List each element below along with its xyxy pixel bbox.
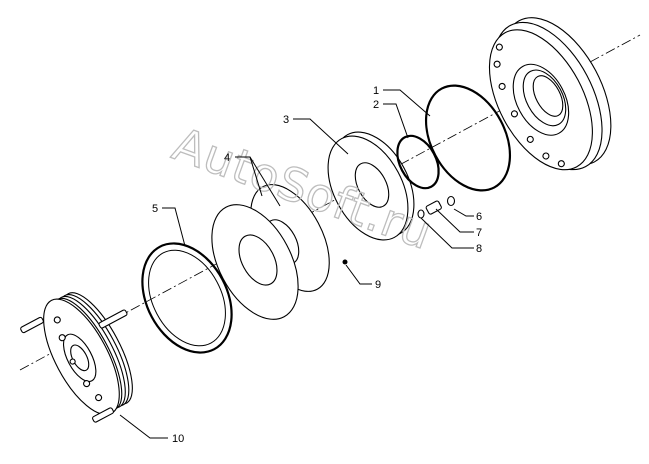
callout-2: 2 [373,99,379,111]
callout-1: 1 [373,85,379,97]
part-1-o-ring-large [424,84,512,192]
leader-lines [119,89,474,439]
callout-5: 5 [152,203,158,215]
callout-6: 6 [476,211,482,223]
callout-4: 4 [224,152,230,164]
part-4-friction-discs [211,184,330,320]
callout-9: 9 [375,279,381,291]
callout-8: 8 [476,243,482,255]
part-9-pin [342,259,348,265]
callout-7: 7 [476,227,482,239]
part-5-seal-ring [141,242,233,354]
part-10-hub-carrier [20,292,133,423]
callout-10: 10 [172,433,184,445]
callout-3: 3 [283,114,289,126]
housing [488,17,612,171]
part-3-piston-plate [327,131,415,265]
callout-labels: 1 2 3 4 5 6 7 8 9 10 [152,85,482,445]
